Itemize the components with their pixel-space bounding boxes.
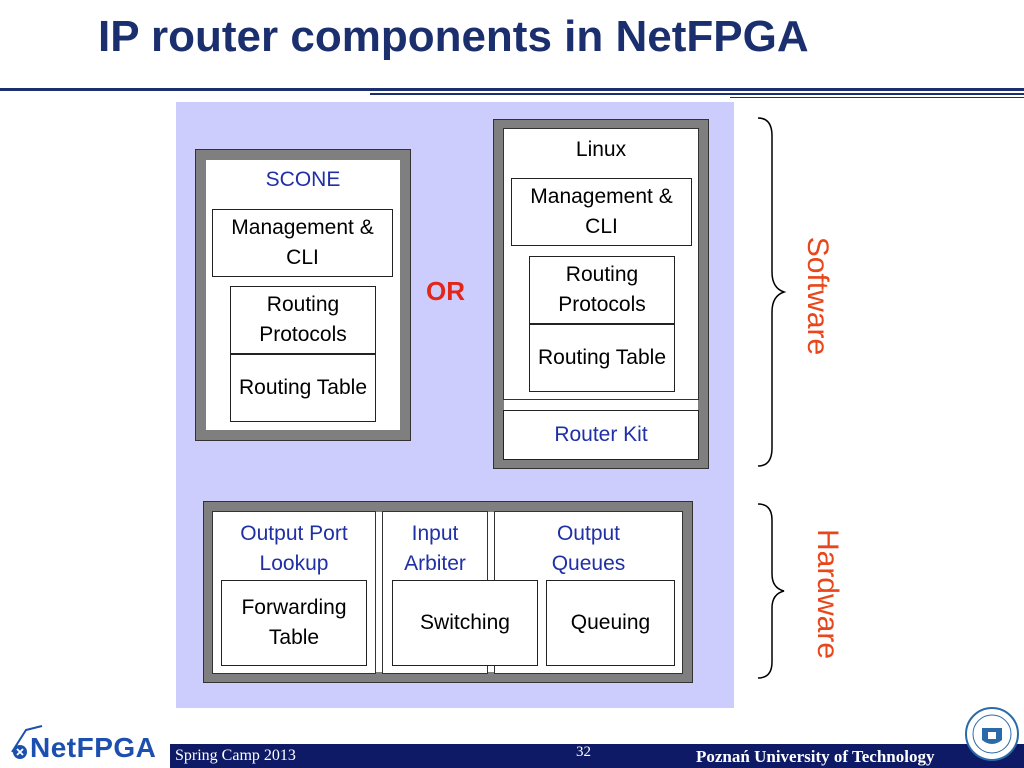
footer-bar: [170, 744, 1024, 768]
linux-management-cli-box: Management & CLI: [511, 178, 692, 246]
software-brace: [757, 117, 787, 467]
output-queues-label: Output Queues: [551, 522, 626, 575]
queuing-box: Queuing: [546, 580, 675, 666]
linux-management-cli-label: Management & CLI: [530, 185, 673, 238]
hardware-brace: [757, 503, 785, 679]
linux-routing-table-box: Routing Table: [529, 324, 675, 392]
title-rule: [0, 88, 1024, 91]
page-number: 32: [576, 744, 591, 760]
netfpga-logo-text: NetFPGA: [30, 732, 157, 763]
hardware-label: Hardware: [811, 528, 844, 660]
forwarding-table-label: Forwarding Table: [241, 596, 347, 649]
scone-routing-table-box: Routing Table: [230, 354, 376, 422]
footer-institution: Poznań University of Technology: [696, 747, 935, 766]
forwarding-table-box: Forwarding Table: [221, 580, 367, 666]
scone-management-cli-label: Management & CLI: [231, 216, 374, 269]
output-port-lookup-label: Output Port Lookup: [240, 522, 348, 575]
linux-title: Linux: [575, 138, 627, 161]
netfpga-logo-icon: [11, 725, 43, 759]
scone-routing-protocols-label: Routing Protocols: [259, 293, 347, 346]
footer-event: Spring Camp 2013: [175, 747, 296, 764]
slide-title: IP router components in NetFPGA: [98, 12, 809, 61]
software-label: Software: [801, 236, 834, 356]
switching-label: Switching: [420, 611, 510, 634]
scone-routing-protocols-box: Routing Protocols: [230, 286, 376, 354]
router-kit-box: Router Kit: [503, 410, 699, 460]
switching-box: Switching: [392, 580, 538, 666]
router-kit-label: Router Kit: [554, 423, 648, 446]
linux-routing-table-label: Routing Table: [537, 346, 667, 369]
title-rule-secondary: [370, 93, 1024, 95]
linux-routing-protocols-box: Routing Protocols: [529, 256, 675, 324]
university-seal-icon: [965, 707, 1019, 761]
scone-routing-table-label: Routing Table: [238, 376, 368, 399]
or-label: OR: [426, 276, 465, 306]
linux-routing-protocols-label: Routing Protocols: [558, 263, 646, 316]
input-arbiter-label: Input Arbiter: [404, 522, 466, 575]
scone-title: SCONE: [265, 168, 341, 191]
title-rule-tertiary: [730, 97, 1024, 98]
queuing-label: Queuing: [570, 611, 651, 634]
scone-management-cli-box: Management & CLI: [212, 209, 393, 277]
